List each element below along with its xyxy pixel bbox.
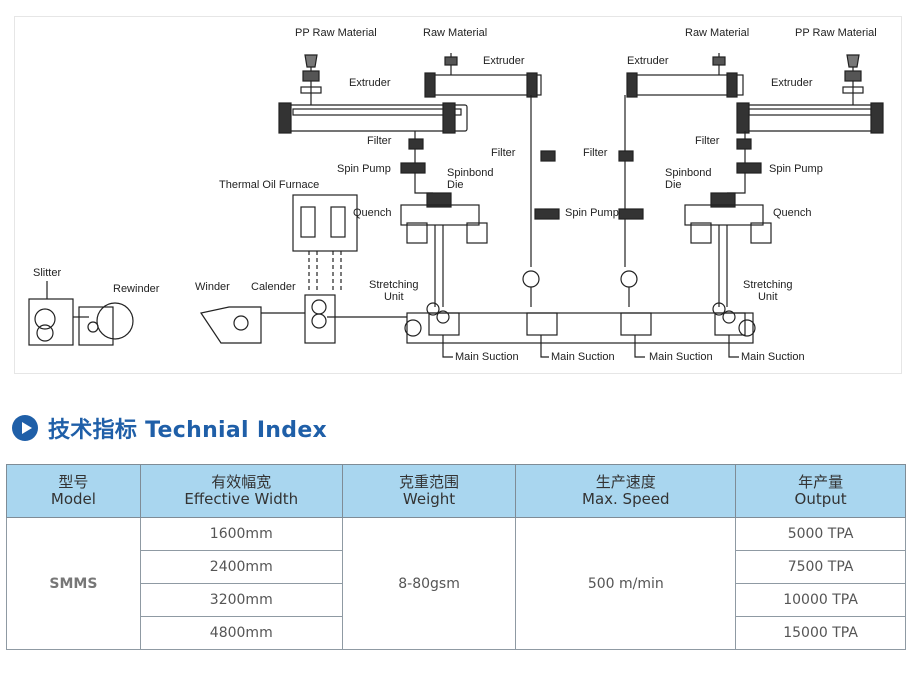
label-main-suction-1: Main Suction	[455, 351, 519, 363]
label-main-suction-3: Main Suction	[649, 351, 713, 363]
label-spin-pump-center: Spin Pump	[565, 207, 619, 219]
label-main-suction-4: Main Suction	[741, 351, 805, 363]
label-rewinder: Rewinder	[113, 283, 160, 295]
cell-width: 1600mm	[139, 517, 343, 551]
cell-width: 2400mm	[139, 550, 343, 584]
header-output-en: Output	[794, 490, 847, 508]
cell-output: 5000 TPA	[735, 517, 906, 551]
label-filter-left-2: Filter	[491, 147, 516, 159]
table-row: SMMS 1600mm 8-80gsm 500 m/min 5000 TPA	[6, 517, 906, 650]
play-icon	[12, 415, 38, 441]
header-speed-cn: 生产速度	[595, 473, 656, 491]
label-quench-left: Quench	[353, 207, 392, 219]
header-model-cn: 型号	[58, 473, 89, 491]
label-extruder-left-inner: Extruder	[483, 55, 525, 67]
label-thermal-oil-furnace: Thermal Oil Furnace	[219, 179, 320, 191]
cell-width: 3200mm	[139, 583, 343, 617]
process-diagram: PP Raw Material Raw Material Raw Materia…	[14, 16, 902, 374]
label-raw-material-right: Raw Material	[685, 27, 750, 39]
header-weight-cn: 克重范围	[399, 473, 460, 491]
cell-output: 7500 TPA	[735, 550, 906, 584]
label-extruder-right-outer: Extruder	[771, 77, 813, 89]
label-filter-right-2: Filter	[583, 147, 608, 159]
thermal-oil-furnace	[292, 194, 358, 293]
header-width-en: Effective Width	[184, 490, 299, 508]
header-width-cn: 有效幅宽	[211, 473, 272, 491]
label-pp-raw-material-left: PP Raw Material	[295, 27, 377, 39]
label-quench-right: Quench	[773, 207, 812, 219]
table-row: 4800mm 15000 TPA	[7, 616, 906, 650]
cell-weight: 8-80gsm	[341, 517, 517, 650]
label-slitter: Slitter	[33, 267, 62, 279]
label-pp-raw-material-right: PP Raw Material	[795, 27, 877, 39]
cell-width: 4800mm	[139, 616, 343, 650]
table-row: 2400mm 7500 TPA	[7, 550, 906, 584]
label-extruder-right-inner: Extruder	[627, 55, 669, 67]
label-main-suction-2: Main Suction	[551, 351, 615, 363]
extruder-right-inner	[626, 53, 744, 98]
spinbond-right	[684, 192, 772, 307]
header-weight-en: Weight	[402, 490, 456, 508]
label-extruder-left-outer: Extruder	[349, 77, 391, 89]
winder	[200, 306, 305, 344]
slitter-rewinder	[28, 281, 134, 346]
section-heading: 技术指标 Technial Index	[12, 412, 327, 444]
label-winder: Winder	[195, 281, 230, 293]
header-output-cn: 年产量	[798, 473, 844, 491]
extruder-left-outer	[278, 54, 468, 134]
cell-output: 15000 TPA	[735, 616, 906, 650]
cell-output: 10000 TPA	[735, 583, 906, 617]
label-calender: Calender	[251, 281, 296, 293]
label-filter-right-1: Filter	[695, 135, 720, 147]
label-spin-pump-right: Spin Pump	[769, 163, 823, 175]
calender	[304, 294, 407, 344]
header-speed-en: Max. Speed	[582, 490, 670, 508]
header-model-en: Model	[50, 490, 96, 508]
label-spin-pump-left: Spin Pump	[337, 163, 391, 175]
table-row: 3200mm 10000 TPA	[7, 583, 906, 617]
label-raw-material-left: Raw Material	[423, 27, 488, 39]
label-filter-left-1: Filter	[367, 135, 392, 147]
section-title: 技术指标 Technial Index	[48, 418, 328, 443]
cell-speed: 500 m/min	[515, 517, 737, 650]
process-diagram-drawing	[28, 53, 884, 358]
extruder-left-inner	[424, 53, 542, 98]
extruder-right-outer	[736, 54, 884, 134]
spinbond-left	[400, 192, 488, 307]
cell-model: SMMS	[6, 517, 141, 650]
